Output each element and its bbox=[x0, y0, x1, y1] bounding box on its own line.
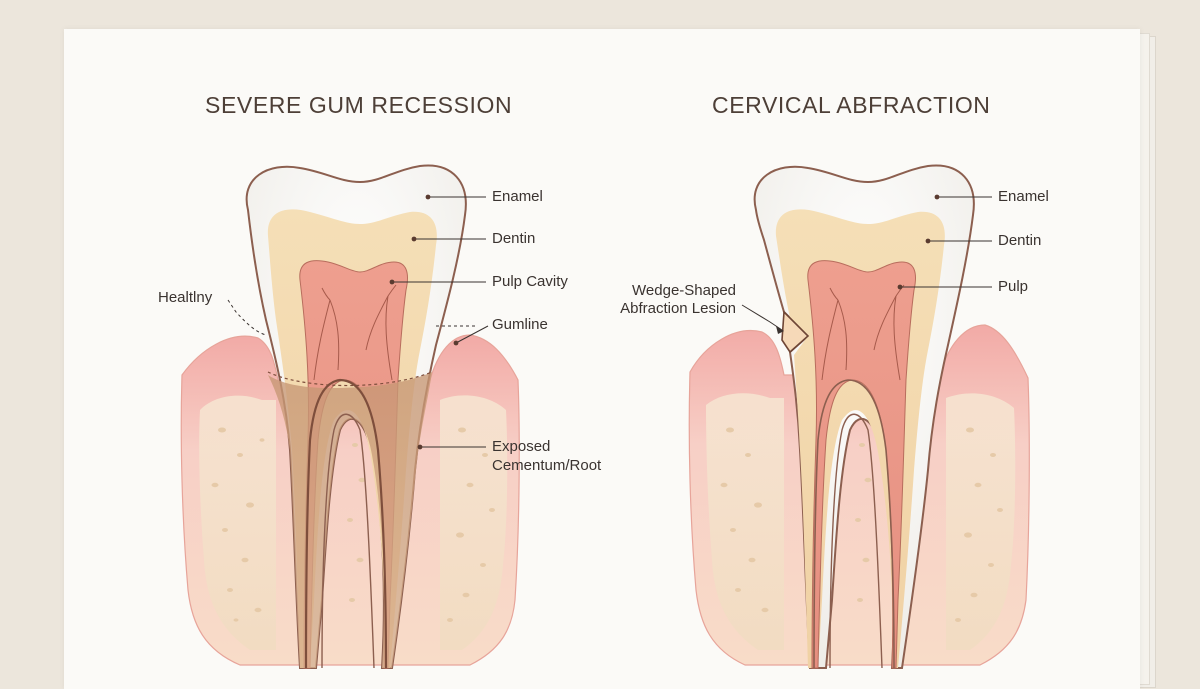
label-gumline: Gumline bbox=[492, 316, 548, 333]
left-root-canal bbox=[304, 378, 388, 669]
label-dentin-left: Dentin bbox=[492, 230, 536, 247]
label-pulp-right: Pulp bbox=[998, 278, 1029, 295]
left-cej-line bbox=[267, 371, 433, 387]
label-lesion-line1: Wedge-Shaped bbox=[632, 282, 736, 299]
tooth-diagram bbox=[180, 164, 1030, 669]
right-panel-title: CERVICAL ABFRACTION bbox=[712, 92, 991, 118]
label-enamel-left: Enamel bbox=[492, 188, 543, 205]
left-pulp-nerves bbox=[313, 284, 397, 381]
left-leader-lines bbox=[227, 196, 489, 448]
right-leader-dots bbox=[897, 194, 940, 290]
right-root-canal-inner bbox=[829, 413, 883, 669]
left-panel-title: SEVERE GUM RECESSION bbox=[205, 92, 513, 118]
right-pulp-nerves bbox=[821, 284, 905, 381]
label-enamel-right: Enamel bbox=[998, 188, 1049, 205]
left-root-canal-inner bbox=[321, 413, 375, 669]
label-healthy: Healtlny bbox=[158, 289, 213, 306]
right-bone-speckles bbox=[720, 427, 1003, 622]
left-tooth-illustration bbox=[180, 164, 520, 669]
left-leader-dots bbox=[389, 194, 459, 450]
lesion-arrowhead bbox=[776, 326, 784, 334]
right-bone bbox=[706, 393, 1016, 650]
label-exposed-root-line2: Cementum/Root bbox=[492, 457, 602, 474]
label-dentin-right: Dentin bbox=[998, 232, 1042, 249]
left-bone bbox=[199, 395, 508, 650]
left-bone-speckles bbox=[211, 427, 495, 622]
label-lesion-line2: Abfraction Lesion bbox=[620, 300, 736, 317]
right-root-canal bbox=[813, 379, 895, 669]
right-tooth-illustration bbox=[688, 164, 1030, 669]
label-pulp-cavity: Pulp Cavity bbox=[492, 273, 568, 290]
label-exposed-root-line1: Exposed bbox=[492, 438, 551, 455]
